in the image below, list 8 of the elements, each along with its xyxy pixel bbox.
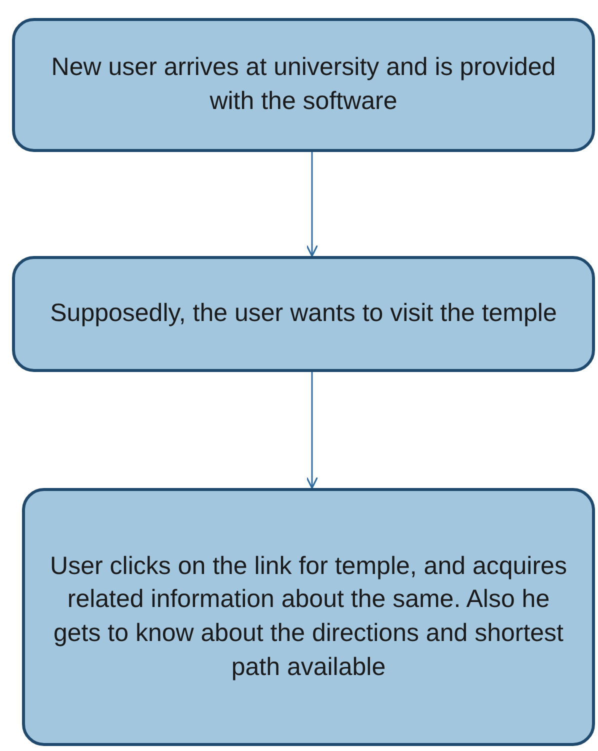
process-box: [22, 488, 595, 746]
process-box: [12, 18, 595, 152]
process-box: [12, 256, 595, 372]
arrow: [306, 152, 318, 257]
box-text: Supposedly, the user wants to visit the temple: [50, 298, 557, 330]
box-text: User clicks on the link for temple, and acquires related information about the same. Also he gets to know about the directions and shortest path available: [49, 550, 568, 683]
arrow: [306, 372, 318, 489]
box-text: New user arrives at university and is provided with the software: [50, 52, 557, 117]
